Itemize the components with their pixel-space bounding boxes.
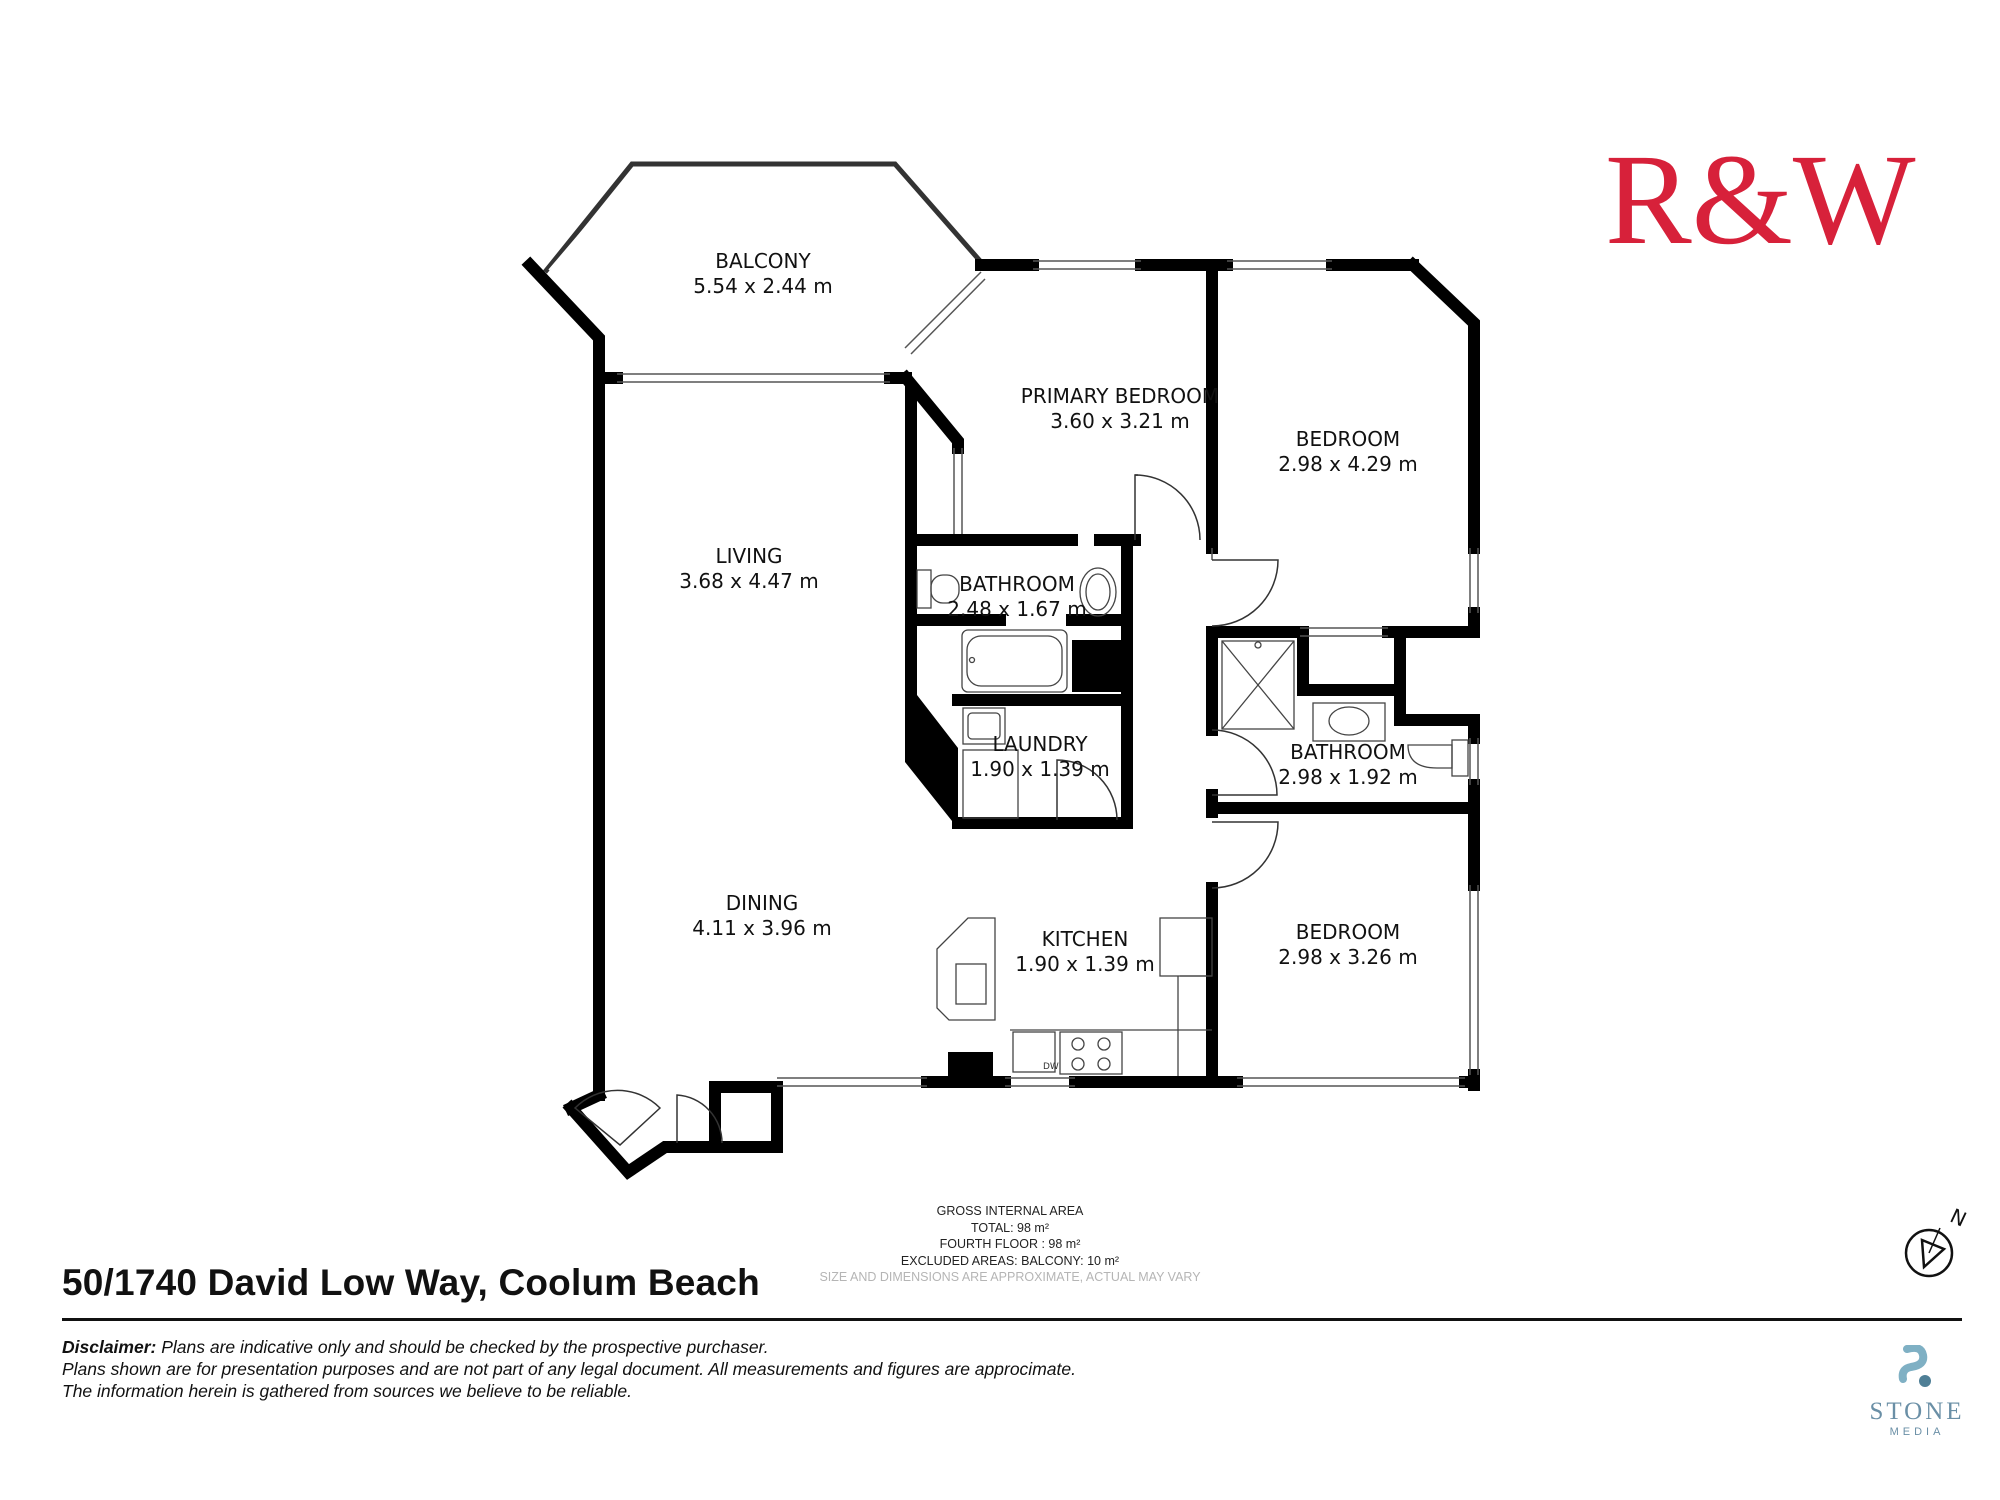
fixtures <box>916 567 1469 1076</box>
gia-heading: GROSS INTERNAL AREA <box>936 1204 1084 1218</box>
disclaimer-line-2: Plans shown are for presentation purpose… <box>62 1359 1076 1379</box>
stone-media-logo: STONE MEDIA <box>1862 1343 1972 1438</box>
room-dims-dining: 4.11 x 3.96 m <box>692 916 831 940</box>
room-name-kitchen: KITCHEN <box>1042 927 1129 951</box>
room-dims-living: 3.68 x 4.47 m <box>679 569 818 593</box>
disclaimer-line-3: The information herein is gathered from … <box>62 1381 633 1401</box>
dishwasher-label: DW <box>1043 1062 1059 1072</box>
room-name-primary-bedroom: PRIMARY BEDROOM <box>1021 384 1219 408</box>
room-name-living: LIVING <box>715 544 782 568</box>
room-name-dining: DINING <box>726 891 799 915</box>
room-dims-balcony: 5.54 x 2.44 m <box>693 274 832 298</box>
brand-logo: R&W <box>1605 128 1916 272</box>
room-name-bathroom-1: BATHROOM <box>959 572 1075 596</box>
stone-logo-icon <box>1898 1343 1931 1387</box>
gia-total: TOTAL: 98 m² <box>970 1220 1050 1235</box>
doors <box>573 474 1279 1146</box>
room-dims-bathroom-2: 2.98 x 1.92 m <box>1278 765 1417 789</box>
room-dims-bedroom-1: 2.98 x 4.29 m <box>1278 452 1417 476</box>
room-dims-bathroom-1: 2.48 x 1.67 m <box>947 597 1086 621</box>
stone-name: STONE <box>1869 1398 1965 1425</box>
north-arrow-icon <box>1904 1227 1954 1278</box>
walls <box>521 256 1480 1180</box>
disclaimer-label: Disclaimer: <box>62 1337 157 1357</box>
room-dims-laundry: 1.90 x 1.39 m <box>970 757 1109 781</box>
gross-internal-area: GROSS INTERNAL AREA TOTAL: 98 m² FOURTH … <box>700 1203 1320 1286</box>
room-name-bedroom-1: BEDROOM <box>1296 427 1400 451</box>
gia-excluded: EXCLUDED AREAS: BALCONY: 10 m² <box>900 1253 1120 1268</box>
property-address: 50/1740 David Low Way, Coolum Beach <box>62 1262 760 1303</box>
divider <box>62 1318 1962 1321</box>
room-labels: BALCONY 5.54 x 2.44 m PRIMARY BEDROOM 3.… <box>679 249 1417 976</box>
disclaimer-line-1: Plans are indicative only and should be … <box>161 1337 769 1357</box>
windows <box>617 260 1479 1087</box>
room-dims-bedroom-2: 2.98 x 3.26 m <box>1278 945 1417 969</box>
balcony-outline <box>543 161 983 274</box>
compass-north-label: N <box>1946 1204 1970 1232</box>
stone-sub: MEDIA <box>1889 1426 1945 1438</box>
disclaimer: Disclaimer: Plans are indicative only an… <box>62 1336 1076 1402</box>
gia-floor: FOURTH FLOOR : 98 m² <box>939 1237 1081 1251</box>
room-name-balcony: BALCONY <box>715 249 811 273</box>
room-name-bathroom-2: BATHROOM <box>1290 740 1406 764</box>
room-dims-primary-bedroom: 3.60 x 3.21 m <box>1050 409 1189 433</box>
room-dims-kitchen: 1.90 x 1.39 m <box>1015 952 1154 976</box>
room-name-bedroom-2: BEDROOM <box>1296 920 1400 944</box>
wall-blocks <box>905 620 1127 1082</box>
gia-note: SIZE AND DIMENSIONS ARE APPROXIMATE, ACT… <box>819 1270 1201 1284</box>
room-name-laundry: LAUNDRY <box>992 732 1088 756</box>
